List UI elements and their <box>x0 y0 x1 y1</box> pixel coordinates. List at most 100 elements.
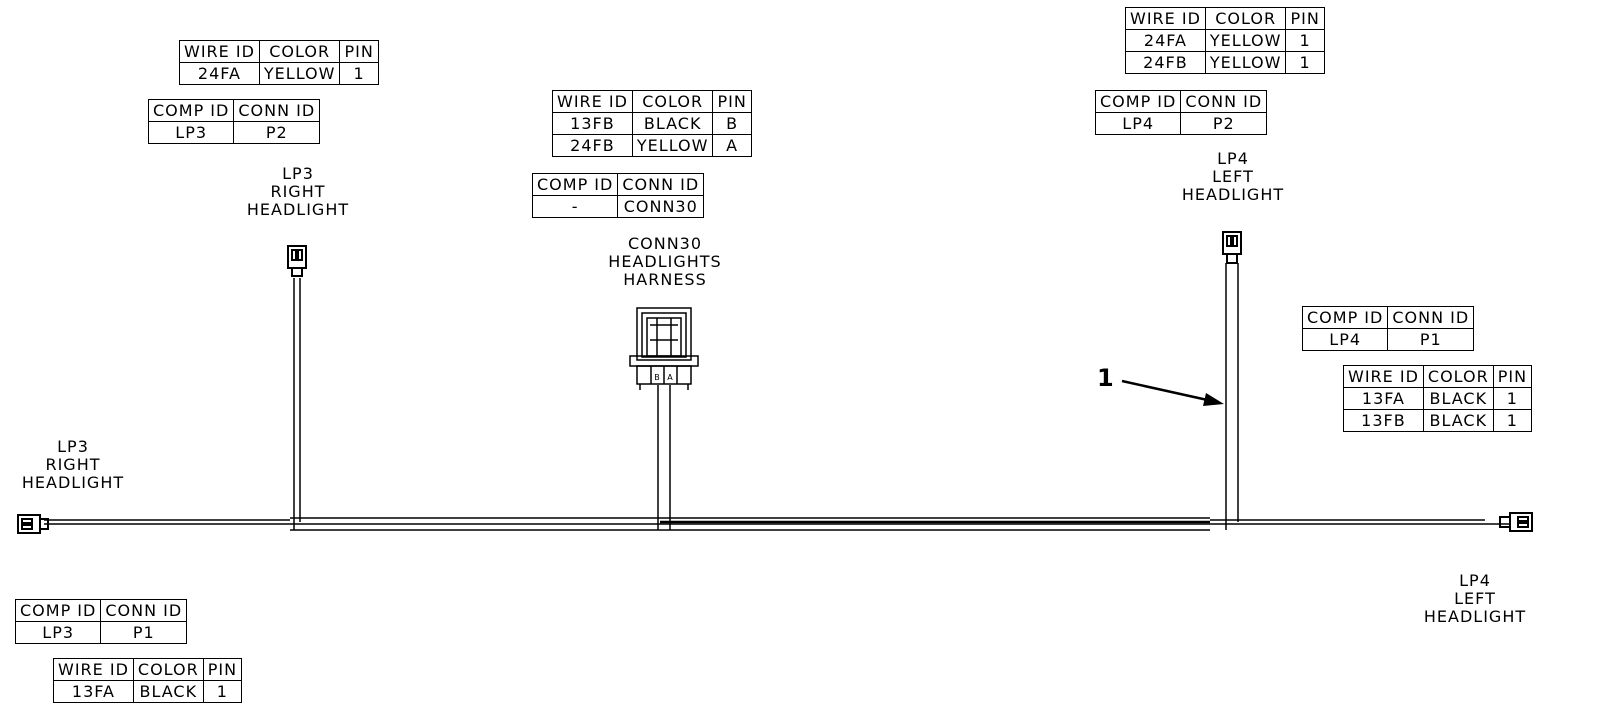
header-cell: PIN <box>1285 7 1325 30</box>
table-cell: YELLOW <box>1204 51 1287 74</box>
table-cell: CONN30 <box>617 195 705 218</box>
header-cell: PIN <box>1492 365 1533 388</box>
header-cell: COMP ID <box>14 599 102 622</box>
table-cell: LP4 <box>1094 112 1182 135</box>
lp4-right-connector-icon <box>1499 512 1533 532</box>
table-cell: 1 <box>1492 387 1533 410</box>
table-cell: 24FA <box>179 62 260 85</box>
table-cell: YELLOW <box>1204 29 1287 52</box>
header-cell: COMP ID <box>1094 90 1182 113</box>
header-cell: COLOR <box>631 90 714 113</box>
table-cell: P1 <box>100 621 188 644</box>
header-cell: COMP ID <box>1301 306 1389 329</box>
table-cell: 13FB <box>552 112 633 135</box>
table-cell: BLACK <box>631 112 714 135</box>
table-cell: YELLOW <box>258 62 341 85</box>
table-cell: A <box>712 134 752 157</box>
table-cell: 1 <box>339 62 379 85</box>
header-cell: PIN <box>339 40 379 63</box>
lp4-top-label: LP4 LEFT HEADLIGHT <box>1181 149 1285 204</box>
table-row: -CONN30 <box>531 195 705 218</box>
table-cell: 13FB <box>1343 409 1424 432</box>
conn30-label: CONN30 HEADLIGHTS HARNESS <box>608 234 722 289</box>
header-cell: WIRE ID <box>179 40 260 63</box>
lp3-top-connector-icon <box>287 245 307 277</box>
table-cell: - <box>531 195 619 218</box>
table-cell: YELLOW <box>631 134 714 157</box>
table-cell: 1 <box>1285 51 1325 74</box>
header-cell: WIRE ID <box>53 658 134 681</box>
header-cell: CONN ID <box>233 99 321 122</box>
header-cell: COMP ID <box>531 173 619 196</box>
table-cell: 1 <box>202 680 243 703</box>
header-cell: WIRE ID <box>1125 7 1206 30</box>
header-cell: COLOR <box>258 40 341 63</box>
header-cell: COLOR <box>1422 365 1494 388</box>
table-cell: BLACK <box>132 680 204 703</box>
header-cell: PIN <box>202 658 243 681</box>
table-cell: 13FA <box>1343 387 1424 410</box>
lp3-left-label: LP3 RIGHT HEADLIGHT <box>21 437 125 492</box>
lp3-top-label: LP3 RIGHT HEADLIGHT <box>246 164 350 219</box>
table-cell: LP3 <box>14 621 102 644</box>
header-cell: COLOR <box>1204 7 1287 30</box>
table-cell: P2 <box>1180 112 1268 135</box>
lp4-right-label: LP4 LEFT HEADLIGHT <box>1423 571 1527 626</box>
header-cell: CONN ID <box>617 173 705 196</box>
lp4-top-connector-icon <box>1222 231 1242 264</box>
header-cell: WIRE ID <box>552 90 633 113</box>
table-cell: 24FA <box>1125 29 1206 52</box>
header-cell: PIN <box>712 90 752 113</box>
callout-number: 1 <box>1097 364 1114 392</box>
table-cell: 1 <box>1285 29 1325 52</box>
table-cell: BLACK <box>1422 387 1494 410</box>
callout-arrow-icon <box>1121 379 1224 406</box>
lp3-left-connector-icon <box>17 514 49 534</box>
table-cell: 13FA <box>53 680 134 703</box>
table-cell: BLACK <box>1422 409 1494 432</box>
conn30-pin-a-label: A <box>667 373 673 382</box>
conn30-connector-icon <box>629 307 699 390</box>
table-cell: LP4 <box>1301 328 1389 351</box>
header-cell: COMP ID <box>147 99 235 122</box>
header-cell: COLOR <box>132 658 204 681</box>
table-cell: P2 <box>233 121 321 144</box>
table-cell: P1 <box>1387 328 1475 351</box>
table-cell: LP3 <box>147 121 235 144</box>
header-cell: CONN ID <box>1180 90 1268 113</box>
header-cell: CONN ID <box>100 599 188 622</box>
table-cell: B <box>712 112 752 135</box>
header-cell: CONN ID <box>1387 306 1475 329</box>
